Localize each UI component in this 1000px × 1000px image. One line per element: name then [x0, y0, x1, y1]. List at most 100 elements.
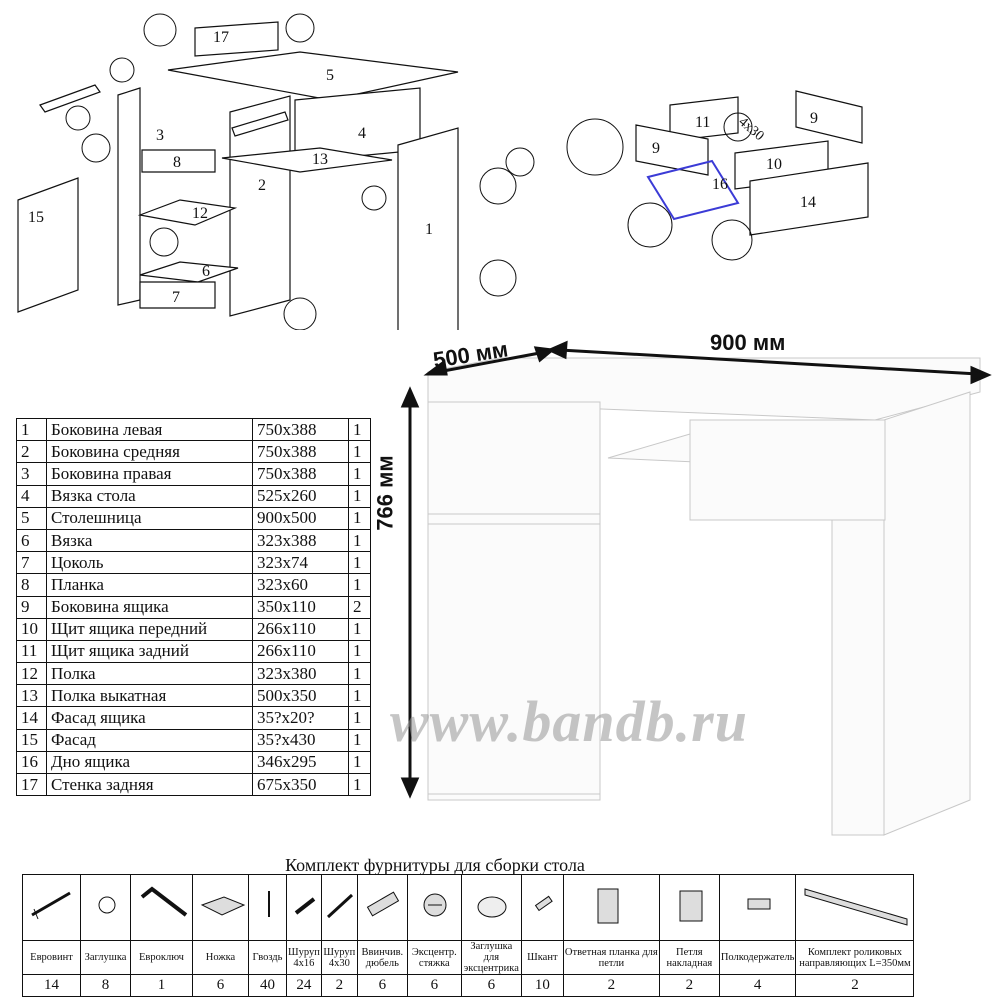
part-3-side	[117, 87, 141, 306]
cam-lock-icon	[423, 893, 447, 917]
hardware-qty: 6	[460, 974, 522, 997]
callout-circle	[149, 227, 179, 257]
part-qty: 1	[348, 528, 371, 553]
drawer-label-11: 11	[695, 114, 710, 131]
part-name: Щит ящика задний	[46, 639, 253, 664]
part-size: 323x60	[252, 573, 349, 597]
hardware-name: Петля накладная	[658, 940, 720, 975]
part-size: 323x388	[252, 528, 349, 553]
hex-key-icon	[140, 886, 187, 917]
assembly-exploded-diagram: 17 5 3 4 8 13 2 12 15 1 6 7	[17, 13, 535, 330]
callout-circle	[109, 57, 135, 83]
part-12-shelf	[137, 199, 238, 226]
part-num: 12	[16, 662, 47, 686]
part-name: Боковина ящика	[46, 595, 253, 619]
cap-icon	[98, 896, 115, 914]
desk-right-back-panel	[883, 391, 971, 836]
label-13: 13	[312, 151, 328, 168]
width-arrowhead	[546, 340, 568, 360]
part-size: 350x110	[252, 595, 349, 619]
part-size: 323x74	[252, 551, 349, 575]
hardware-qty: 2	[320, 974, 358, 997]
height-arrowhead	[400, 777, 420, 799]
hardware-image-cell	[562, 874, 660, 941]
part-size: 35?x430	[252, 728, 349, 752]
label-3: 3	[156, 127, 164, 144]
label-1: 1	[425, 221, 433, 238]
height-dimension: 766 мм	[372, 455, 398, 531]
hardware-name: Евроключ	[130, 940, 193, 975]
part-qty: 1	[348, 728, 371, 752]
part-name: Фасад	[46, 728, 253, 752]
hardware-image-cell	[406, 874, 462, 941]
drawer-label-10: 10	[766, 156, 782, 173]
callout-circle	[285, 13, 315, 43]
part-qty: 1	[348, 551, 371, 575]
hardware-image-cell	[795, 874, 915, 941]
hardware-qty: 6	[356, 974, 408, 997]
desk-drawer-front	[427, 401, 601, 515]
hardware-qty: 8	[80, 974, 131, 997]
label-5: 5	[326, 67, 334, 84]
hardware-qty: 2	[562, 974, 660, 997]
callout-circle	[81, 133, 111, 163]
part-num: 11	[16, 639, 47, 664]
hardware-image-cell	[356, 874, 408, 941]
part-num: 14	[16, 706, 47, 730]
hardware-name: Заглушка для эксцентрика	[460, 940, 522, 975]
part-name: Полка выкатная	[46, 684, 253, 708]
hardware-name: Ввинчив. дюбель	[356, 940, 408, 975]
drawer-label-9: 9	[652, 140, 660, 157]
hardware-qty: 2	[658, 974, 720, 997]
drawer-slide-icon	[804, 888, 908, 926]
part-qty: 1	[348, 772, 371, 797]
part-qty: 1	[348, 639, 371, 664]
callout-circle	[479, 259, 517, 297]
drawer-exploded-diagram: 11 9 9 10 16 14 4x30	[566, 90, 869, 261]
part-name: Вязка стола	[46, 484, 253, 508]
part-size: 750x388	[252, 462, 349, 486]
hardware-name: Комплект роликовых направляющих L=350мм	[795, 940, 915, 975]
label-12: 12	[192, 205, 208, 222]
drawer-label-9: 9	[810, 110, 818, 127]
hardware-name: Заглушка	[80, 940, 131, 975]
part-name: Боковина правая	[46, 462, 253, 486]
part-name: Боковина левая	[46, 417, 253, 442]
label-4: 4	[358, 125, 366, 142]
eurovint-icon	[30, 891, 71, 920]
screw-short-icon	[294, 897, 316, 915]
hardware-qty: 2	[795, 974, 915, 997]
part-name: Щит ящика передний	[46, 617, 253, 641]
part-qty: 1	[348, 440, 371, 464]
hardware-qty: 24	[286, 974, 322, 997]
drawer-label-16: 16	[712, 176, 728, 193]
callout-circle	[479, 167, 517, 205]
height-arrowhead	[400, 386, 420, 408]
part-qty: 1	[348, 750, 371, 775]
part-num: 2	[16, 440, 47, 464]
hardware-title: Комплект фурнитуры для сборки стола	[285, 855, 585, 875]
callout-circle	[143, 13, 177, 47]
part-name: Цоколь	[46, 551, 253, 575]
part-name: Дно ящика	[46, 750, 253, 775]
shelf-support-icon	[747, 898, 771, 910]
part-2-side	[229, 95, 291, 317]
part-7-plinth	[139, 281, 216, 309]
part-name: Планка	[46, 573, 253, 597]
part-qty: 1	[348, 662, 371, 686]
part-size: 525x260	[252, 484, 349, 508]
hardware-image-cell	[192, 874, 249, 941]
part-15-facade	[17, 177, 79, 313]
hardware-name: Шкант	[520, 940, 564, 975]
hardware-image-cell	[286, 874, 322, 941]
hardware-image-cell	[658, 874, 720, 941]
